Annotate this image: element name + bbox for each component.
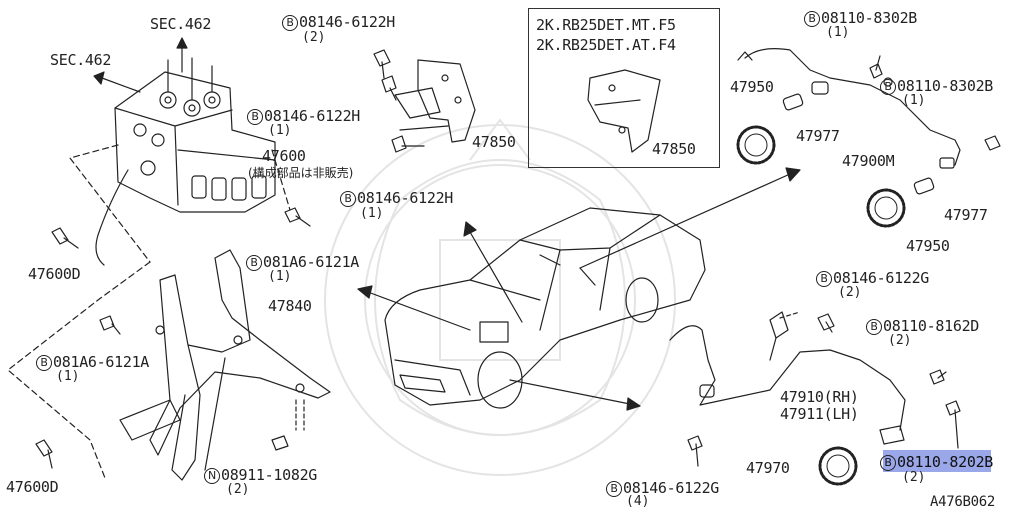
label-47840[interactable]: 47840 <box>268 297 312 315</box>
qty-b3: (1) <box>360 206 384 221</box>
badge-b-icon: B <box>880 79 896 95</box>
qty-b5: (1) <box>56 369 80 384</box>
badge-b-icon: B <box>866 319 882 335</box>
badge-b-icon: B <box>246 255 262 271</box>
qty-b9: (2) <box>838 285 862 300</box>
inset-line-1: 2K.RB25DET.MT.F5 <box>536 16 676 34</box>
qty-b4: (1) <box>268 269 292 284</box>
qty-b6: (2) <box>226 482 250 497</box>
qty-b12: (2) <box>902 470 926 485</box>
label-47850-b[interactable]: 47850 <box>652 140 696 158</box>
badge-b-icon: B <box>36 355 52 371</box>
badge-b-icon: B <box>340 191 356 207</box>
qty-b1: (2) <box>302 30 326 45</box>
bracket-47840 <box>119 249 331 481</box>
label-sec462-top[interactable]: SEC.462 <box>150 15 212 33</box>
label-47950-a[interactable]: 47950 <box>730 78 774 96</box>
label-47900m[interactable]: 47900M <box>842 152 895 170</box>
label-47977-a[interactable]: 47977 <box>796 127 840 145</box>
bracket-47850-inset <box>587 69 661 153</box>
qty-b7: (1) <box>826 25 850 40</box>
badge-b-icon: B <box>804 11 820 27</box>
qty-b8: (1) <box>902 93 926 108</box>
badge-b-icon: B <box>606 481 622 497</box>
sensor-harness-47900m <box>737 48 961 169</box>
badge-n-icon: N <box>204 468 220 484</box>
arrow-sec462-left <box>101 77 141 93</box>
badge-b-icon: B <box>247 109 263 125</box>
abs-actuator-unit <box>114 57 276 213</box>
label-47977-b[interactable]: 47977 <box>944 206 988 224</box>
badge-b-icon: B <box>282 15 298 31</box>
note-47600: (構成部品は非販売) <box>248 166 354 180</box>
rear-sensor-harness <box>669 311 906 445</box>
diagram-code: A476B062 <box>930 494 996 510</box>
label-47910[interactable]: 47910(RH) <box>780 388 859 406</box>
car-body <box>384 207 706 409</box>
badge-b-icon: B <box>880 455 896 471</box>
bolt-icon <box>35 227 79 469</box>
label-47600d-b[interactable]: 47600D <box>6 478 59 496</box>
qty-b11: (4) <box>626 494 650 509</box>
label-47600d-a[interactable]: 47600D <box>28 265 81 283</box>
tone-ring-icon <box>736 125 906 486</box>
label-47600[interactable]: 47600 <box>262 147 306 165</box>
qty-b10: (2) <box>888 333 912 348</box>
qty-b2: (1) <box>268 123 292 138</box>
label-47950-b[interactable]: 47950 <box>906 237 950 255</box>
variant-inset-box <box>528 8 720 168</box>
label-47850-a[interactable]: 47850 <box>472 133 516 151</box>
label-47970[interactable]: 47970 <box>746 459 790 477</box>
watermark-emblem <box>324 118 676 476</box>
bracket-47850 <box>394 59 476 143</box>
inset-line-2: 2K.RB25DET.AT.F4 <box>536 36 676 54</box>
label-sec462-left[interactable]: SEC.462 <box>50 51 112 69</box>
label-47911[interactable]: 47911(LH) <box>780 405 859 423</box>
search-highlight <box>883 450 991 472</box>
wheel-sensor-icon <box>782 93 935 195</box>
badge-b-icon: B <box>816 271 832 287</box>
